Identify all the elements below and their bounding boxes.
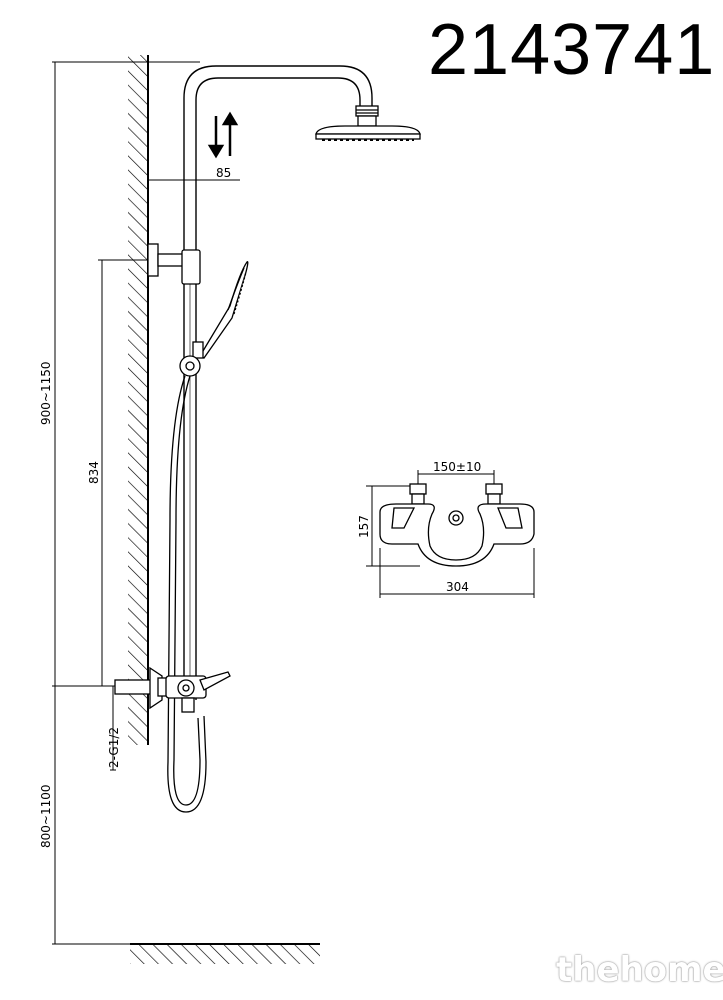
mixer-front-view bbox=[379, 483, 535, 567]
total-height-label: 900~1150 bbox=[39, 362, 53, 426]
center-distance-label: 150±10 bbox=[433, 460, 481, 474]
connection-label: 2-G1/2 bbox=[107, 727, 121, 768]
mixer-depth-label: 157 bbox=[357, 515, 371, 538]
slide-holder bbox=[179, 355, 201, 377]
watermark-logo: thehome bbox=[556, 950, 723, 990]
shower-hose bbox=[167, 375, 207, 813]
height-adjust-arrows-icon bbox=[207, 111, 239, 159]
shower-riser bbox=[183, 65, 373, 700]
mixer-dimension-lines bbox=[366, 470, 535, 598]
hand-shower bbox=[192, 261, 249, 359]
head-offset-label: 85 bbox=[216, 166, 231, 180]
mixer-width-label: 304 bbox=[446, 580, 469, 594]
dimension-lines bbox=[52, 61, 240, 945]
lower-mixer bbox=[114, 666, 231, 713]
upper-wall-bracket bbox=[147, 243, 201, 285]
model-number: 2143741 bbox=[428, 10, 716, 90]
rain-shower-head bbox=[315, 105, 421, 141]
mixer-height-label: 800~1100 bbox=[39, 785, 53, 849]
wall bbox=[128, 55, 149, 745]
floor bbox=[130, 943, 320, 964]
holder-height-label: 834 bbox=[87, 461, 101, 484]
